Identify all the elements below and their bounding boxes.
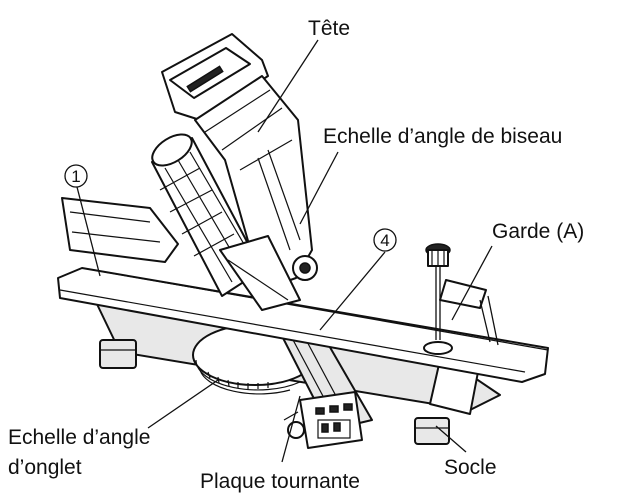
left-foot xyxy=(99,339,137,369)
fence-1-leader xyxy=(76,186,101,277)
miter-scale-label-line2: d’onglet xyxy=(8,456,82,479)
base-leader xyxy=(435,425,467,453)
right-foot xyxy=(414,417,450,445)
turntable-label: Plaque tournante xyxy=(200,470,360,493)
guard-leader xyxy=(451,245,493,321)
head-leader xyxy=(257,39,319,133)
callout-4: 4 xyxy=(373,228,397,252)
bevel-scale-leader xyxy=(299,151,339,225)
turntable-leader xyxy=(281,395,301,463)
fence-4-leader xyxy=(319,251,386,331)
saw-head xyxy=(151,33,318,311)
miter-scale-label-line1: Echelle d’angle xyxy=(8,426,150,449)
guard-knob xyxy=(423,243,499,355)
callout-1: 1 xyxy=(64,164,88,188)
left-fence xyxy=(61,197,179,263)
miter-scale-leader xyxy=(147,379,219,429)
base-label: Socle xyxy=(444,456,497,479)
miter-scale-ticks xyxy=(207,371,269,389)
callout-4-number: 4 xyxy=(380,231,389,250)
guard-label: Garde (A) xyxy=(492,220,584,243)
bevel-scale-label: Echelle d’angle de biseau xyxy=(323,125,562,148)
head-label: Tête xyxy=(308,17,350,40)
miter-saw-drawing xyxy=(57,33,549,449)
leader-lines xyxy=(76,39,493,463)
callout-1-number: 1 xyxy=(71,167,80,186)
